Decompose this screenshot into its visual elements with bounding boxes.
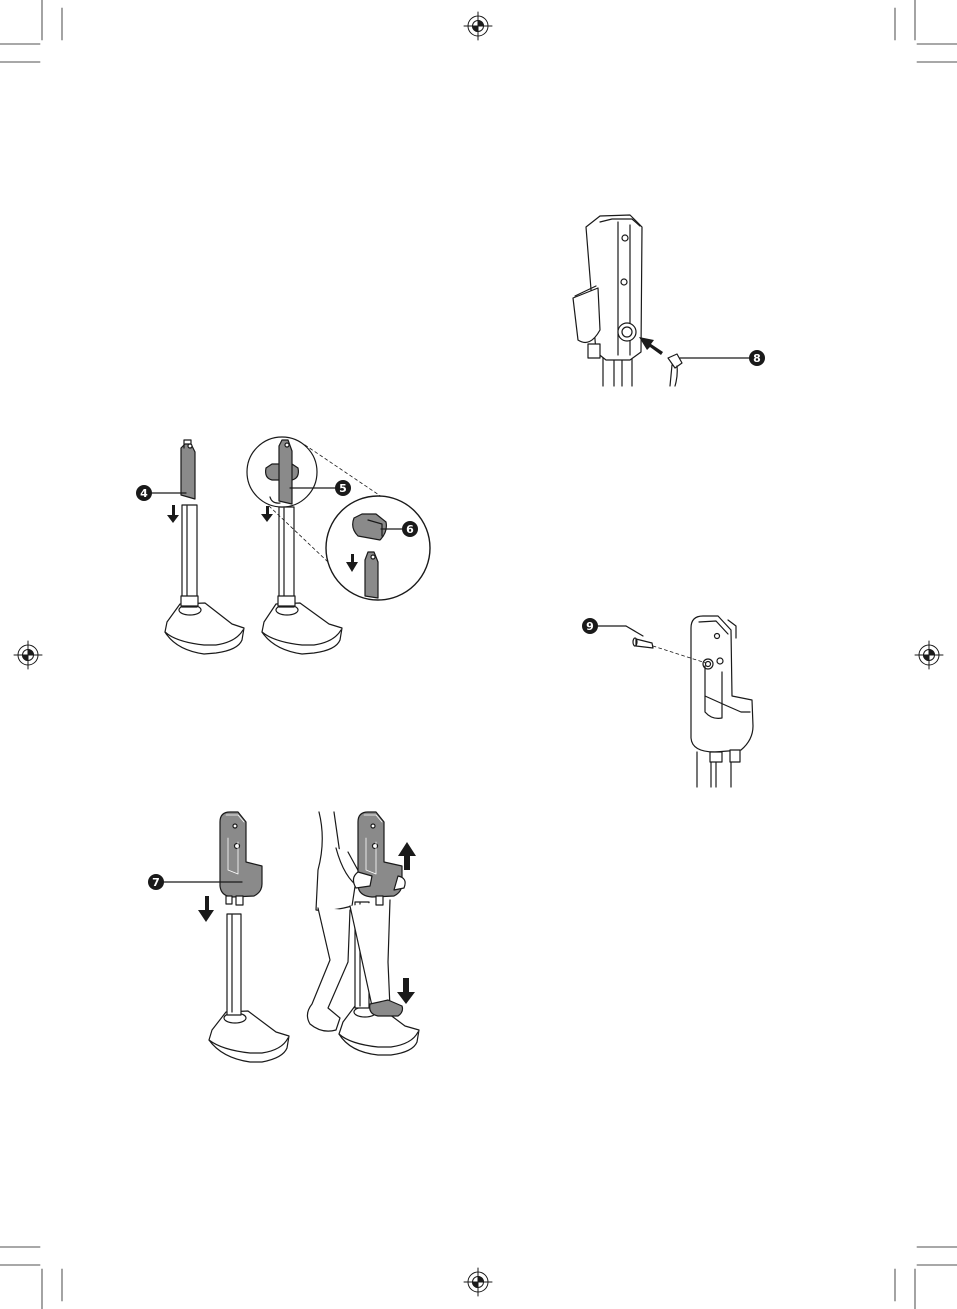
svg-text:8: 8 <box>753 352 761 365</box>
part-6-cap <box>353 514 387 540</box>
svg-text:7: 7 <box>152 876 160 889</box>
figure-pole-insert <box>165 440 244 654</box>
screw-icon <box>636 639 653 648</box>
part-7-bracket <box>220 812 262 897</box>
registration-mark-icon <box>464 1268 492 1296</box>
registration-mark-icon <box>464 12 492 40</box>
callout-8: 8 <box>680 350 765 366</box>
callout-4: 4 <box>136 485 186 501</box>
part-5-insert <box>279 440 292 504</box>
figure-screw-fix <box>633 616 753 787</box>
arrow-icon <box>639 337 663 355</box>
figure-bracket-mount <box>198 812 289 1062</box>
figure-cable-connect <box>573 215 682 386</box>
registration-mark-icon <box>915 641 943 669</box>
svg-text:6: 6 <box>406 523 414 536</box>
part-4-insert <box>181 444 195 499</box>
arrow-icon <box>198 896 214 922</box>
figure-cap-insert <box>247 437 430 654</box>
callout-9: 9 <box>582 618 643 636</box>
svg-text:5: 5 <box>339 482 347 495</box>
figure-person-install <box>307 812 419 1055</box>
arrow-icon <box>167 505 179 523</box>
registration-mark-icon <box>14 641 42 669</box>
svg-text:4: 4 <box>140 487 148 500</box>
svg-text:9: 9 <box>586 620 594 633</box>
arrow-icon <box>397 978 415 1004</box>
